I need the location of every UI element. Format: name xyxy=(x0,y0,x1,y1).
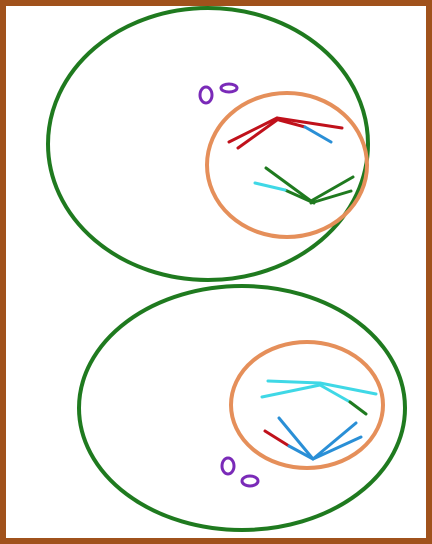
top-centriole-2 xyxy=(221,84,237,92)
top-cell xyxy=(48,8,368,280)
picture-frame xyxy=(3,3,429,541)
top-centriole-1 xyxy=(200,87,212,103)
top-chromosomes xyxy=(229,118,353,203)
top-chromosome-green-1 xyxy=(266,168,311,201)
bottom-chromosome-blue-2 xyxy=(279,418,313,459)
top-cell-membrane xyxy=(48,8,368,280)
bottom-cell xyxy=(79,286,405,530)
bottom-centriole-1 xyxy=(222,458,234,474)
bottom-chromosome-red xyxy=(265,431,289,446)
bottom-chromosomes xyxy=(262,381,376,459)
bottom-centriole-2 xyxy=(242,476,258,486)
top-nucleus xyxy=(207,93,367,237)
top-chromosome-cyan xyxy=(255,183,285,190)
bottom-centrioles xyxy=(222,458,258,486)
top-centrioles xyxy=(200,84,237,103)
top-chromosome-blue xyxy=(305,127,331,142)
bottom-chromosome-cyan-1 xyxy=(268,381,320,383)
bottom-chromosome-cyan-3 xyxy=(262,385,320,397)
bottom-chromosome-green xyxy=(350,402,366,414)
bottom-nucleus xyxy=(231,342,383,468)
